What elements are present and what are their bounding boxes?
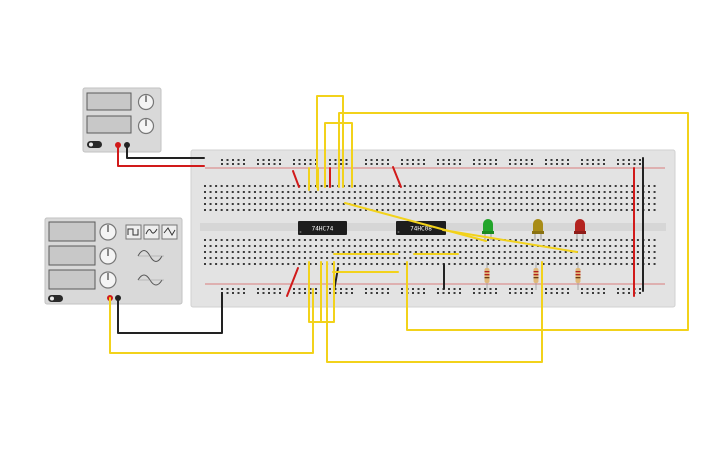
square-wave-icon[interactable]: [125, 224, 142, 240]
sine-wave-icon[interactable]: [161, 224, 178, 240]
resistor-1[interactable]: [484, 262, 490, 290]
wires[interactable]: [109, 95, 689, 363]
wire-black-generator[interactable]: [117, 292, 223, 334]
offset-display: [48, 269, 96, 290]
chip-74hc08-label: 74HC08: [410, 226, 432, 233]
wire-yellow-loop-1[interactable]: [316, 95, 344, 188]
power-supply[interactable]: [82, 87, 162, 153]
wire-yellow-long-top[interactable]: [338, 112, 689, 331]
offset-wave-indicator-icon: [137, 274, 164, 286]
chip-74hc74-label: 74HC74: [312, 226, 334, 233]
led-red[interactable]: [574, 219, 586, 240]
sine-wave-indicator-icon: [137, 250, 164, 262]
led-yellow[interactable]: [532, 219, 544, 240]
frequency-display: [48, 221, 96, 242]
current-display: [86, 115, 132, 134]
resistor-3[interactable]: [575, 262, 581, 290]
triangle-wave-icon[interactable]: [143, 224, 160, 240]
voltage-display: [86, 92, 132, 111]
wire-red-jumper-2[interactable]: [392, 166, 402, 188]
chip-74hc74[interactable]: 74HC74: [298, 221, 347, 235]
resistor-2[interactable]: [533, 262, 539, 290]
amplitude-display: [48, 245, 96, 266]
function-generator[interactable]: [44, 217, 183, 305]
wire-yellow-diagonal-1[interactable]: [344, 202, 487, 242]
wire-red-jumper-4[interactable]: [286, 267, 299, 297]
wire-yellow-lower-loop-3[interactable]: [326, 261, 543, 363]
chip-74hc08[interactable]: 74HC08: [396, 221, 446, 235]
wire-yellow-diagonal-2[interactable]: [442, 229, 578, 253]
wire-red-jumper-1[interactable]: [292, 170, 300, 188]
wire-red-power[interactable]: [117, 144, 205, 167]
wire-black-power[interactable]: [126, 144, 205, 159]
